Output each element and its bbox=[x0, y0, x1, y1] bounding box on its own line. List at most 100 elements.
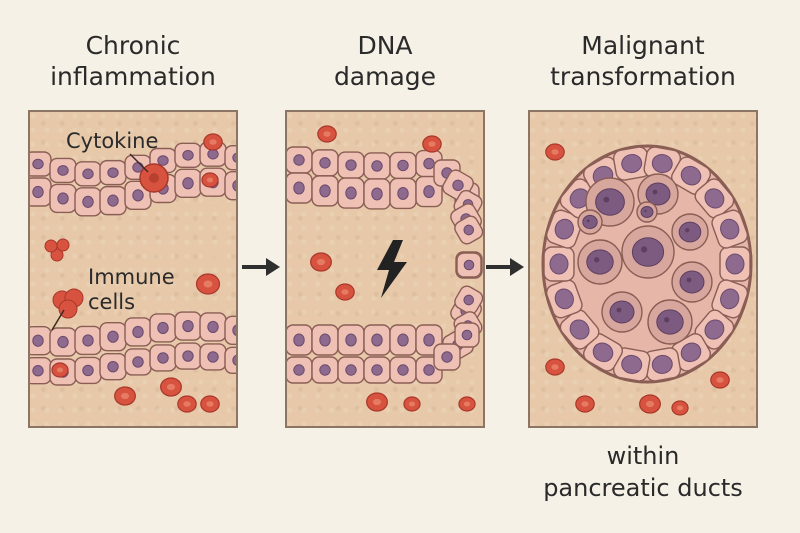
tumor-cell-mass bbox=[543, 146, 751, 382]
tumor-cell bbox=[647, 299, 693, 345]
nucleus bbox=[720, 288, 740, 310]
epithelial-cell bbox=[199, 312, 227, 342]
nucleus bbox=[621, 154, 643, 174]
epithelial-cell bbox=[74, 187, 102, 217]
panel-malignant bbox=[528, 110, 758, 428]
nucleus bbox=[679, 270, 705, 294]
epithelial-cell bbox=[389, 151, 417, 180]
epithelial-cell bbox=[74, 325, 102, 356]
nucleus bbox=[319, 184, 331, 198]
epithelial-cell bbox=[49, 327, 77, 357]
epithelial-cell bbox=[456, 252, 482, 278]
nucleus bbox=[397, 333, 409, 347]
nucleus bbox=[371, 160, 383, 172]
nucleus bbox=[680, 165, 702, 186]
tumor-cell bbox=[612, 347, 651, 382]
epithelial-cell bbox=[363, 178, 391, 210]
epithelial-cell bbox=[363, 152, 391, 180]
nucleus bbox=[293, 181, 305, 195]
nucleus bbox=[57, 165, 69, 176]
nucleus bbox=[582, 214, 598, 230]
tumor-cell bbox=[711, 209, 749, 249]
tumor-cell bbox=[612, 146, 651, 181]
tumor-cell bbox=[543, 246, 575, 282]
epithelial-cell bbox=[337, 151, 365, 179]
immune-pointer bbox=[51, 309, 65, 331]
stage-title-malignant: Malignant transformation bbox=[528, 30, 758, 92]
epithelial-cell bbox=[74, 161, 102, 187]
nucleus bbox=[423, 185, 435, 199]
epithelial-cell bbox=[311, 356, 339, 384]
nucleus bbox=[132, 189, 144, 202]
epithelial-cell bbox=[149, 313, 177, 343]
epithelial-cell bbox=[454, 285, 483, 315]
stage-title-line: damage bbox=[333, 62, 437, 91]
nucleus bbox=[554, 288, 574, 310]
panel-inflammation-illustration bbox=[30, 133, 236, 413]
epithelial-cell bbox=[363, 324, 391, 356]
tumor-cell bbox=[643, 146, 682, 181]
panel-malignant-illustration bbox=[541, 143, 753, 416]
tumor-cell bbox=[545, 279, 583, 319]
nucleus bbox=[345, 186, 357, 200]
stage-title-line: DNA bbox=[357, 31, 413, 60]
nucleus bbox=[631, 237, 665, 267]
tumor-cell bbox=[671, 333, 711, 372]
nucleus bbox=[463, 259, 475, 271]
nucleus bbox=[586, 249, 614, 275]
nucleus bbox=[595, 188, 625, 216]
epithelial-cell bbox=[224, 315, 236, 345]
caption-location: within pancreatic ducts bbox=[528, 440, 758, 504]
nucleus bbox=[32, 365, 44, 377]
nucleus bbox=[232, 152, 236, 163]
right-arrow-icon bbox=[242, 258, 280, 276]
epithelial-cell bbox=[311, 324, 339, 356]
caption-line: within bbox=[606, 442, 680, 470]
nucleus bbox=[656, 309, 684, 335]
epithelial-cell bbox=[124, 317, 152, 347]
nucleus bbox=[107, 360, 119, 373]
tumor-cell bbox=[643, 347, 682, 382]
nucleus bbox=[345, 364, 357, 376]
nucleus bbox=[157, 155, 169, 166]
tumor-cell bbox=[545, 209, 583, 249]
nucleus bbox=[549, 253, 569, 275]
epithelial-cell bbox=[99, 185, 127, 216]
epithelial-cell bbox=[174, 168, 202, 198]
epithelial-cell bbox=[174, 342, 202, 370]
nucleus bbox=[371, 364, 383, 376]
epithelial-cell bbox=[287, 172, 313, 204]
caption-line: pancreatic ducts bbox=[543, 474, 743, 502]
epithelial-cell bbox=[337, 324, 365, 356]
tumor-cell bbox=[621, 225, 675, 279]
nucleus bbox=[82, 334, 94, 347]
epithelial-cell bbox=[287, 356, 313, 384]
red-blood-cells bbox=[310, 125, 476, 412]
nucleus bbox=[452, 179, 464, 192]
epithelial-cell bbox=[224, 170, 236, 201]
epithelial-cell bbox=[337, 177, 365, 209]
nucleus bbox=[371, 333, 383, 347]
nucleus bbox=[397, 364, 409, 376]
tumor-cell bbox=[577, 239, 623, 285]
epithelial-cell bbox=[287, 324, 313, 356]
stage-title-line: inflammation bbox=[50, 62, 216, 91]
epithelial-cell bbox=[174, 142, 202, 168]
nucleus bbox=[463, 224, 475, 236]
epithelial-cell bbox=[287, 146, 313, 174]
nucleus bbox=[680, 342, 702, 363]
nucleus bbox=[592, 342, 614, 363]
nucleus bbox=[640, 206, 654, 218]
nucleus bbox=[319, 333, 331, 347]
epithelial-cell bbox=[124, 348, 152, 376]
nucleus bbox=[157, 352, 169, 364]
label-line: Immune bbox=[88, 265, 175, 289]
tumor-cell bbox=[671, 213, 709, 251]
nucleus bbox=[397, 159, 409, 172]
epithelial-cell bbox=[199, 343, 227, 371]
epithelial-cell bbox=[99, 352, 127, 381]
tumor-cell bbox=[583, 333, 623, 372]
lightning-bolt-icon bbox=[377, 240, 407, 298]
nucleus bbox=[397, 186, 409, 200]
label-immune-cells: Immune cells bbox=[88, 265, 175, 315]
